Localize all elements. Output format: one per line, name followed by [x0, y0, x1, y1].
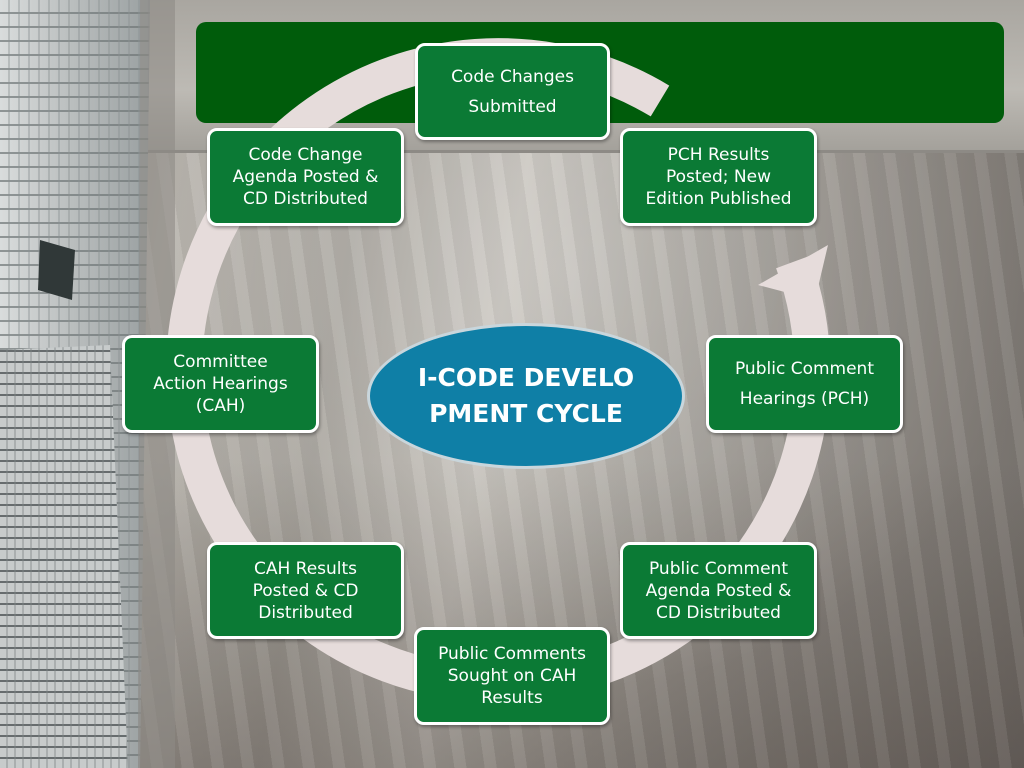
step-public-comment-agenda-posted: Public Comment Agenda Posted & CD Distri… — [620, 542, 817, 639]
step-code-change-agenda-posted: Code Change Agenda Posted & CD Distribut… — [207, 128, 404, 226]
step-public-comment-hearings: Public Comment Hearings (PCH) — [706, 335, 903, 433]
building-photo — [0, 0, 175, 768]
diagram-title: I-CODE DEVELOPMENT CYCLE — [417, 363, 635, 428]
center-ellipse: I-CODE DEVELOPMENT CYCLE — [367, 323, 685, 469]
step-code-changes-submitted: Code Changes Submitted — [415, 43, 610, 140]
step-pch-results-posted: PCH Results Posted; New Edition Publishe… — [620, 128, 817, 226]
cycle-arrowhead — [758, 245, 828, 300]
step-public-comments-sought: Public Comments Sought on CAH Results — [414, 627, 610, 725]
step-cah-results-posted: CAH Results Posted & CD Distributed — [207, 542, 404, 639]
step-committee-action-hearings: Committee Action Hearings (CAH) — [122, 335, 319, 433]
